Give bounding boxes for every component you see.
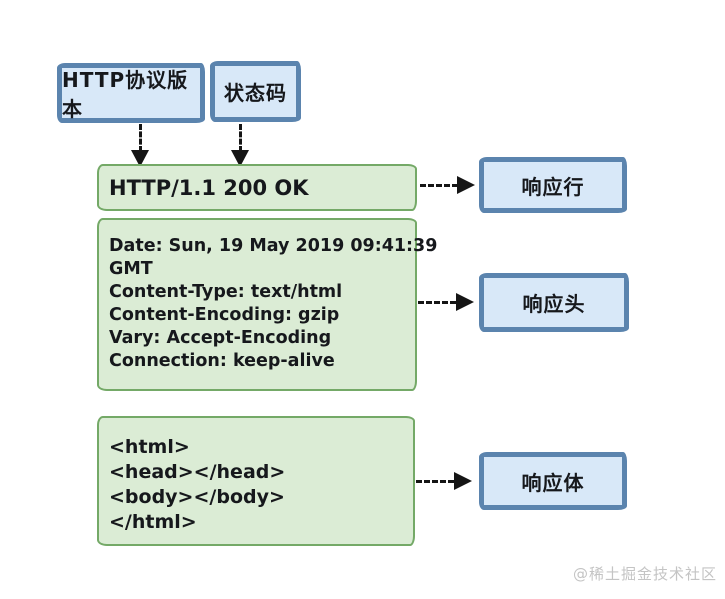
response-line-label: 响应行 [521, 174, 585, 199]
arrow-response-body-line [416, 480, 454, 483]
header-line: Vary: Accept-Encoding [109, 328, 332, 348]
response-headers-box: Date: Sun, 19 May 2019 09:41:39 GMT Cont… [97, 218, 438, 391]
body-line: <head></head> [109, 461, 286, 483]
response-body-label: 响应体 [521, 470, 585, 495]
header-line: GMT [109, 259, 153, 279]
response-headers-label: 响应头 [522, 292, 586, 316]
arrow-status-code-line [239, 124, 242, 152]
status-code-label: 状态码 [224, 81, 287, 105]
status-code-label-box: 状态码 [210, 61, 301, 122]
header-line: Connection: keep-alive [109, 351, 335, 371]
arrow-response-line-head-icon [457, 176, 475, 194]
header-line: Content-Encoding: gzip [109, 305, 340, 325]
status-line-box: HTTP/1.1 200 OK [97, 164, 417, 211]
http-version-label: HTTP协议版本 [62, 68, 189, 121]
arrow-response-body-head-icon [454, 472, 472, 490]
header-line: Date: Sun, 19 May 2019 09:41:39 [109, 236, 438, 256]
response-body-box: <html> <head></head> <body></body> </htm… [97, 416, 415, 546]
status-line-text: HTTP/1.1 200 OK [109, 175, 309, 200]
watermark: @稀土掘金技术社区 [572, 565, 717, 583]
body-line: <html> [109, 436, 190, 458]
response-body-label-box: 响应体 [479, 452, 627, 510]
header-line: Content-Type: text/html [109, 282, 343, 302]
arrow-status-code-head-icon [231, 150, 249, 167]
body-line: <body></body> [109, 486, 285, 508]
body-line: </html> [109, 511, 197, 533]
http-version-label-box: HTTP协议版本 [57, 63, 205, 123]
arrow-response-line-line [420, 184, 458, 187]
response-line-label-box: 响应行 [479, 157, 627, 213]
arrow-response-headers-head-icon [456, 293, 474, 311]
arrow-response-headers-line [418, 301, 456, 304]
arrow-http-version-line [139, 124, 142, 152]
response-headers-label-box: 响应头 [479, 273, 629, 332]
arrow-http-version-head-icon [131, 150, 149, 167]
